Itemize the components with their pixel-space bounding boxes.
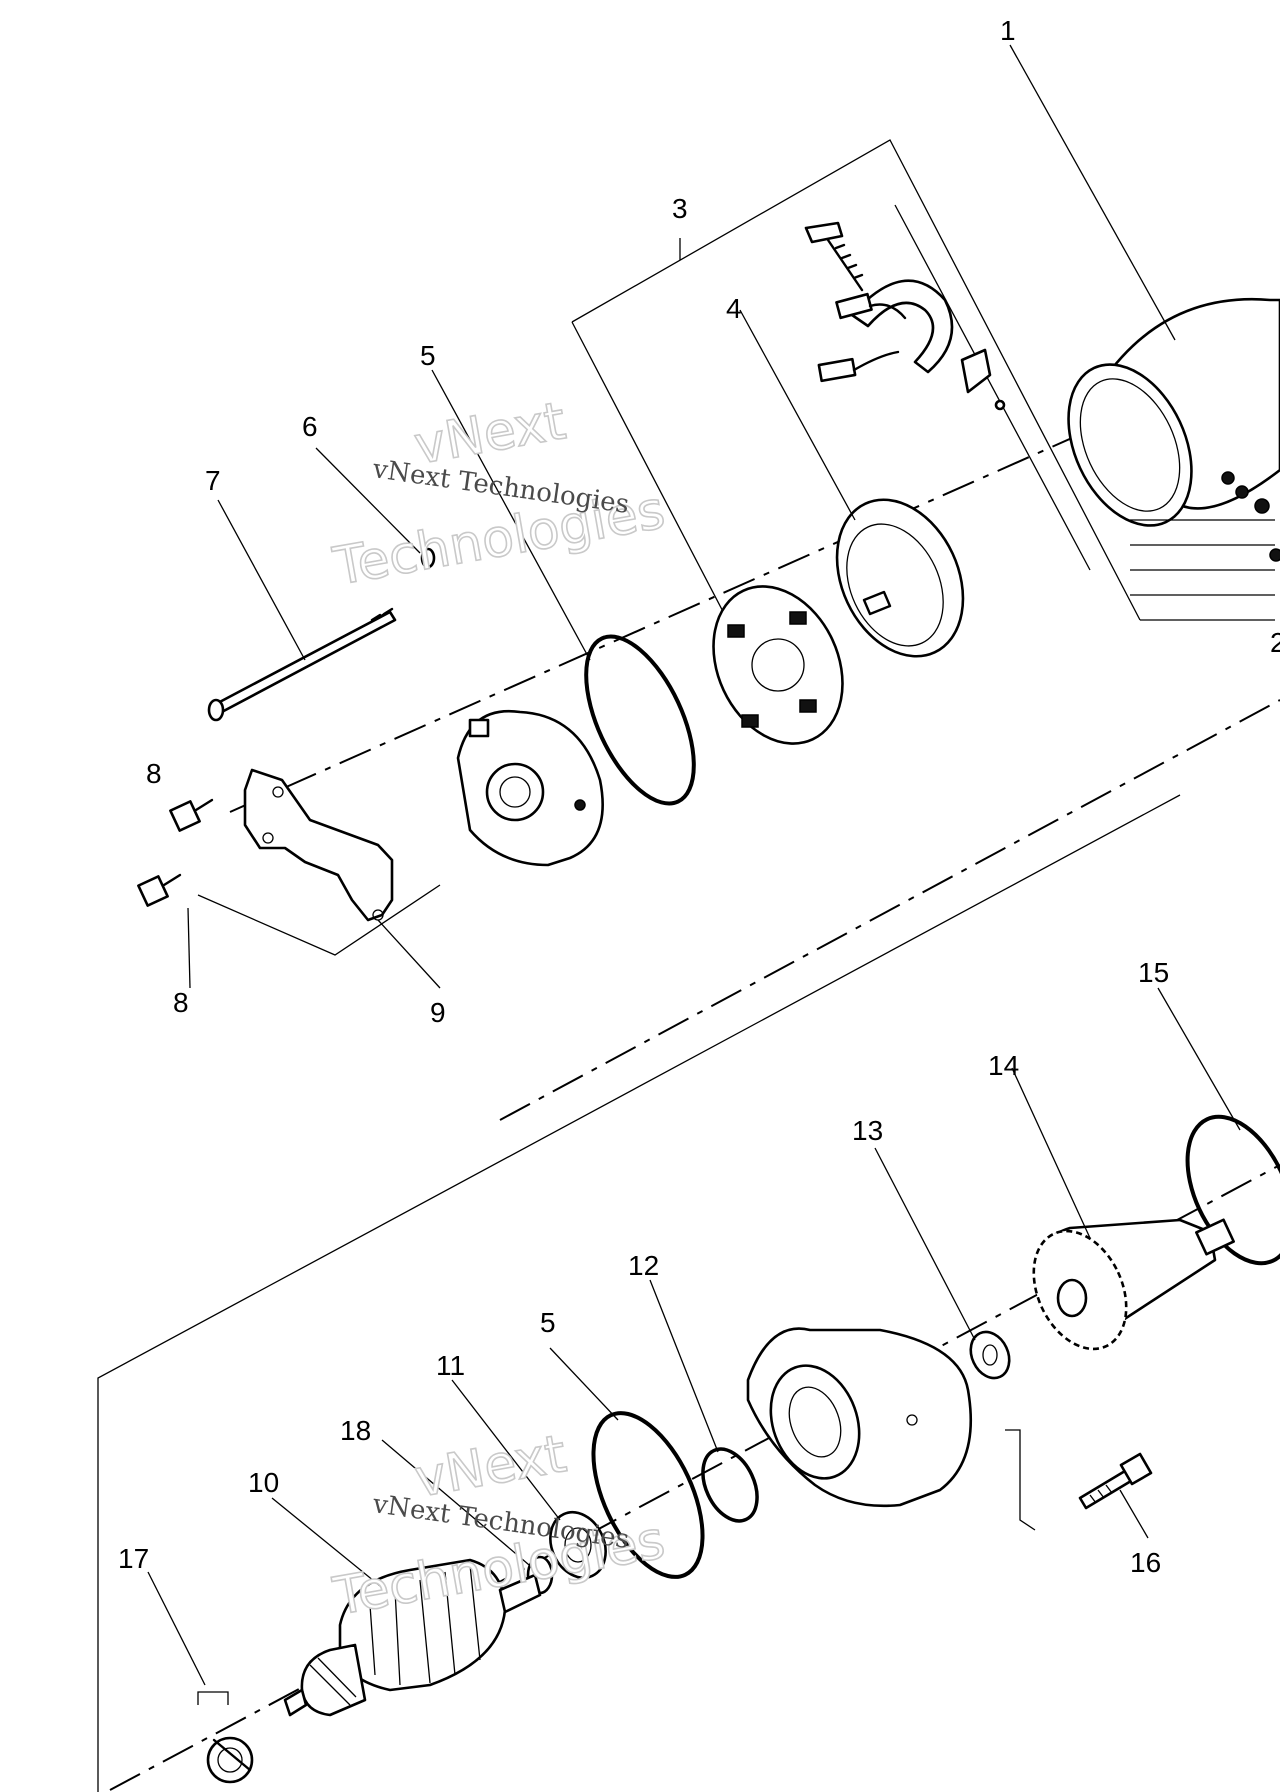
part-15-o-ring (1185, 1114, 1280, 1266)
rear-end-cover (456, 709, 604, 867)
callout-17: 17 (118, 1543, 149, 1574)
part-14-pinion-clutch (1032, 1218, 1235, 1351)
callout-16: 16 (1130, 1547, 1161, 1578)
callout-labels: 1 2 3 4 5 6 7 8 8 9 10 11 12 13 14 15 16… (118, 15, 1280, 1578)
part-17-bushing (197, 1691, 254, 1784)
lower-group-bracket (97, 794, 1181, 1792)
callout-9: 9 (430, 997, 446, 1028)
watermark-brand-top: vNext (410, 391, 570, 476)
callout-5-upper: 5 (420, 340, 436, 371)
callout-8-upper: 8 (146, 758, 162, 789)
part-5-o-ring-upper (584, 634, 696, 806)
part-8-bolts (137, 798, 214, 907)
leader-lines-upper (187, 44, 1176, 989)
part-13-washer (969, 1330, 1011, 1380)
callout-1: 1 (1000, 15, 1016, 46)
part-7-through-bolt (207, 607, 397, 722)
part-6-washer (420, 547, 436, 569)
callout-8-lower: 8 (173, 987, 189, 1018)
callout-4: 4 (726, 293, 742, 324)
callout-3: 3 (672, 193, 688, 224)
part-10-armature (283, 1558, 542, 1717)
callout-15: 15 (1138, 957, 1169, 988)
part-1-yoke-housing (1067, 297, 1280, 562)
part-5-o-ring-lower (591, 1411, 705, 1579)
part-16-bolt (1078, 1452, 1153, 1510)
callout-5-lower: 5 (540, 1307, 556, 1338)
center-axes (109, 389, 1280, 1791)
callout-13: 13 (852, 1115, 883, 1146)
part-11-bearing (549, 1510, 607, 1580)
brush-holder-plate (712, 585, 844, 745)
front-housing (746, 1327, 972, 1508)
part-4-insulator (835, 498, 965, 658)
leader-lines-lower (147, 987, 1241, 1686)
callout-18: 18 (340, 1415, 371, 1446)
callout-14: 14 (988, 1050, 1019, 1081)
callout-12: 12 (628, 1250, 659, 1281)
part-12-small-o-ring (701, 1447, 759, 1523)
callout-2: 2 (1270, 627, 1280, 658)
callout-10: 10 (248, 1467, 279, 1498)
callout-11: 11 (436, 1350, 465, 1381)
part-9-mounting-plate (197, 768, 441, 956)
part-3-brush-assembly-bracket (571, 139, 1275, 741)
callout-7: 7 (205, 465, 221, 496)
callout-6: 6 (302, 411, 318, 442)
